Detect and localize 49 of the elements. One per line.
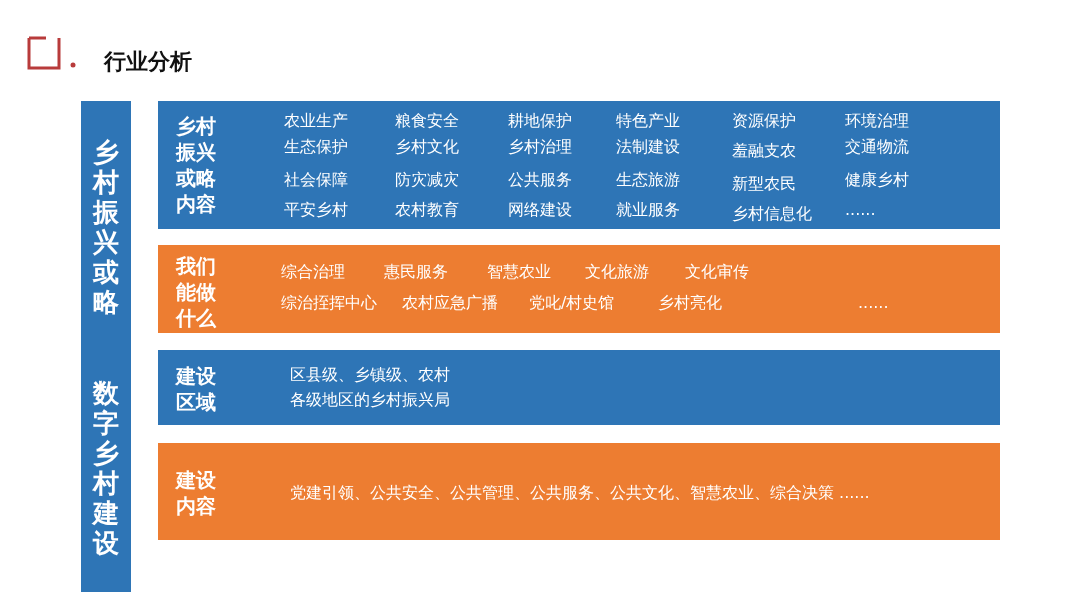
keyword-text: 新型农民 <box>732 174 796 194</box>
keyword-text: 粮食安全 <box>395 111 459 131</box>
keyword-text: 社会保障 <box>284 170 348 190</box>
band-heading: 建设内容 <box>174 467 217 519</box>
keyword-text: 生态保护 <box>284 137 348 157</box>
keyword-text: 就业服务 <box>616 200 680 220</box>
band-heading: 乡村振兴或略内容 <box>174 113 217 217</box>
keyword-text: 法制建设 <box>616 137 680 157</box>
keyword-text: 生态旅游 <box>616 170 680 190</box>
keyword-text: 健康乡村 <box>845 170 909 190</box>
keyword-text: 乡村亮化 <box>658 293 722 313</box>
keyword-text: 文化旅游 <box>585 262 649 282</box>
band-heading: 我们能做什么 <box>174 253 217 331</box>
keyword-text: 平安乡村 <box>284 200 348 220</box>
keyword-text: 网络建设 <box>508 200 572 220</box>
keyword-text: 综治挃挥中心 <box>281 293 377 313</box>
keyword-text: 环境治理 <box>845 111 909 131</box>
keyword-text: 智慧农业 <box>487 262 551 282</box>
keyword-text: 农村教育 <box>395 200 459 220</box>
category-band <box>158 443 1000 540</box>
keyword-text: 公共服务 <box>508 170 572 190</box>
keyword-text: 防灾减灾 <box>395 170 459 190</box>
keyword-text: 惠民服务 <box>384 262 448 282</box>
keyword-text: 文化审传 <box>685 262 749 282</box>
keyword-text: ...... <box>845 200 876 220</box>
keyword-text: 农村应急广播 <box>402 293 498 313</box>
keyword-text: 综合治理 <box>281 262 345 282</box>
keyword-text: 羞融支农 <box>732 141 796 161</box>
keyword-text: 资源保护 <box>732 111 796 131</box>
category-band <box>158 101 1000 229</box>
keyword-text: 乡村信息化 <box>732 204 812 224</box>
description-text: 党建引领、公共安全、公共管理、公共服务、公共文化、智慧农业、综合决策 ...... <box>290 483 870 503</box>
keyword-text: 耕地保护 <box>508 111 572 131</box>
description-text: 区县级、乡镇级、农村 <box>290 365 450 385</box>
category-band <box>158 245 1000 333</box>
description-text: 各级地区的乡村振兴局 <box>290 390 450 410</box>
keyword-text: 乡村文化 <box>395 137 459 157</box>
keyword-text: ...... <box>858 293 889 313</box>
category-band <box>158 350 1000 425</box>
keyword-text: 党叱/村史馆 <box>529 293 615 313</box>
title-text: 行业分析 <box>104 48 192 76</box>
band-heading: 建设区域 <box>174 363 217 415</box>
vertical-heading: 数字乡村建设 <box>91 378 120 558</box>
side-bar <box>81 101 131 592</box>
keyword-text: 交通物流 <box>845 137 909 157</box>
keyword-text: 乡村治理 <box>508 137 572 157</box>
vertical-heading: 乡村振兴或略 <box>91 137 120 317</box>
keyword-text: 特色产业 <box>616 111 680 131</box>
keyword-text: 农业生产 <box>284 111 348 131</box>
